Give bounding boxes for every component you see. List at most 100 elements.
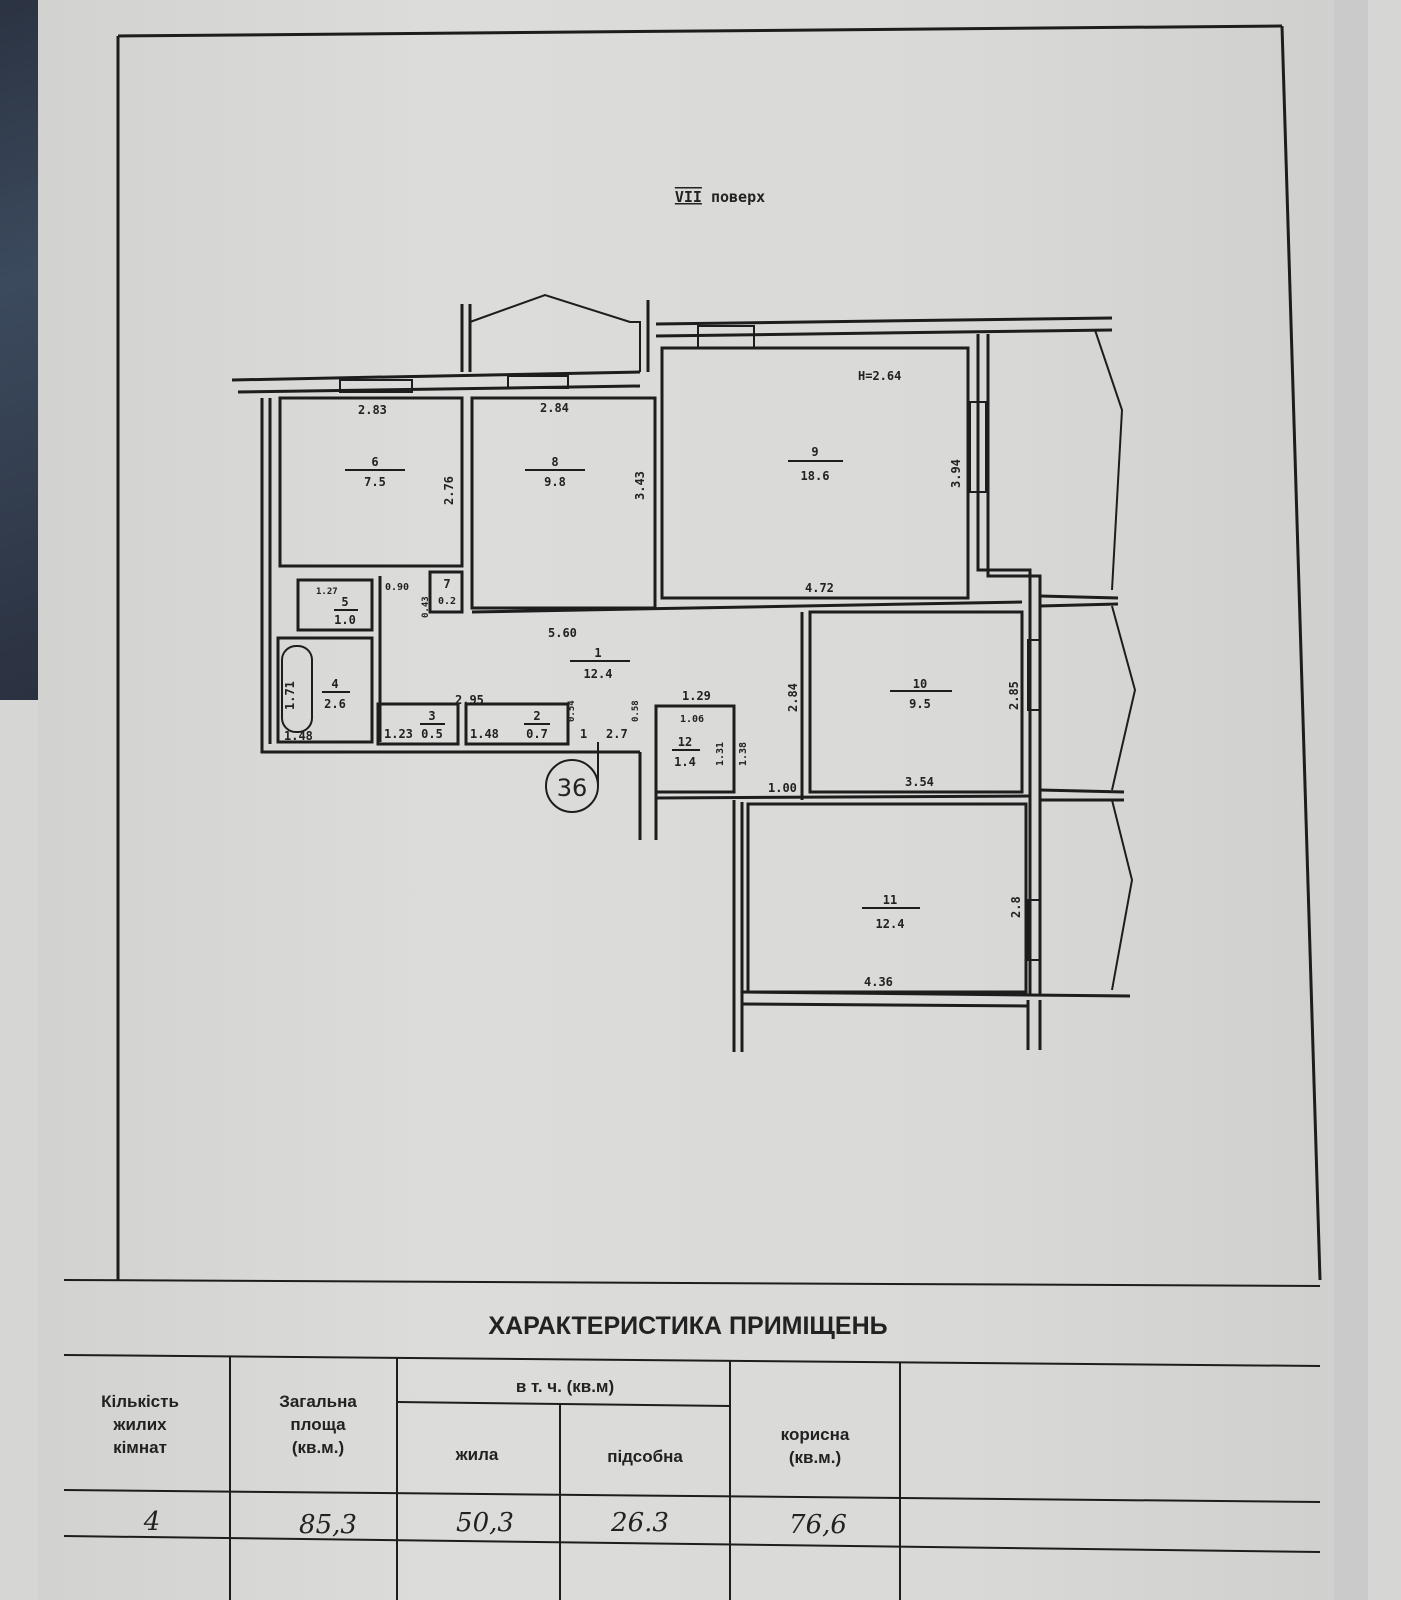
dim: 2.83 xyxy=(358,403,387,417)
room-label-5: 51.0 xyxy=(334,595,358,627)
dim: 1.31 xyxy=(715,742,726,766)
room-area: 9.8 xyxy=(544,475,566,489)
room-number: 7 xyxy=(443,577,450,591)
room-number: 4 xyxy=(331,677,338,691)
room-area: 9.5 xyxy=(909,697,931,711)
bathtub xyxy=(281,645,313,733)
room-label-4: 42.6 xyxy=(322,677,350,711)
ceiling-height: H=2.64 xyxy=(858,369,901,383)
dim: 1.27 xyxy=(316,587,338,597)
dim: 1.29 xyxy=(682,689,711,703)
value-rooms-count: 4 xyxy=(143,1507,161,1537)
room-label-2: 20.7 xyxy=(524,709,550,741)
header-useful-1: корисна xyxy=(781,1425,850,1444)
room-label-12: 121.4 xyxy=(672,735,700,769)
value-auxiliary: 26.3 xyxy=(610,1508,669,1538)
room-2-outline xyxy=(464,702,570,746)
room-outlines xyxy=(276,346,1031,994)
apartment-number: 36 xyxy=(557,774,588,802)
dim: 2.85 xyxy=(1007,681,1021,710)
header-total-area-1: Загальна xyxy=(279,1392,357,1411)
dim: 1.23 xyxy=(384,727,413,741)
floor-label: VII поверх xyxy=(675,188,765,206)
dim: 0.58 xyxy=(631,700,641,722)
room-number: 9 xyxy=(811,445,818,459)
dim: 2.84 xyxy=(540,401,569,415)
room-11-outline xyxy=(746,802,1028,994)
room-10-outline xyxy=(808,610,1024,794)
dim: 4.72 xyxy=(805,581,834,595)
page-frame xyxy=(116,24,1322,1281)
room-number: 11 xyxy=(883,893,897,907)
dim: 1.06 xyxy=(680,714,704,725)
room-area: 18.6 xyxy=(801,469,830,483)
dim: 2.7 xyxy=(606,727,628,741)
room-label-6: 67.5 xyxy=(345,455,405,489)
dim: 1.38 xyxy=(738,742,749,766)
room-label-8: 89.8 xyxy=(525,455,585,489)
dim: 0.54 xyxy=(567,700,577,722)
value-useful: 76,6 xyxy=(789,1510,847,1540)
room-area: 0.7 xyxy=(526,727,548,741)
dim: 0.43 xyxy=(421,596,431,618)
room-characteristics-table: ХАРАКТЕРИСТИКА ПРИМІЩЕНЬ Кількість жилих… xyxy=(63,1279,1321,1600)
header-incl: в т. ч. (кв.м) xyxy=(516,1377,614,1396)
windows xyxy=(339,325,1041,961)
dim: 2.76 xyxy=(442,476,456,505)
room-number: 8 xyxy=(551,455,558,469)
room-label-7: 70.2 xyxy=(438,577,456,607)
room-number: 3 xyxy=(428,709,435,723)
dim: 1 xyxy=(580,727,587,741)
room-5-outline xyxy=(296,578,374,632)
room-area: 7.5 xyxy=(364,475,386,489)
room-label-9: 918.6 xyxy=(788,445,843,483)
table-title: ХАРАКТЕРИСТИКА ПРИМІЩЕНЬ xyxy=(488,1312,887,1340)
header-rooms-count-2: жилих xyxy=(112,1415,167,1434)
room-area: 2.6 xyxy=(324,697,346,711)
room-8-outline xyxy=(470,396,657,610)
dim: 2.95 xyxy=(455,693,484,707)
floor-word: поверх xyxy=(711,188,765,206)
document-page xyxy=(38,0,1368,1600)
dim: 2.8 xyxy=(1009,896,1023,918)
room-area: 12.4 xyxy=(876,917,905,931)
background-fabric xyxy=(0,0,42,700)
floor-numeral: VII xyxy=(675,188,702,206)
room-9-outline xyxy=(660,346,970,600)
room-area: 1.0 xyxy=(334,613,356,627)
header-living: жила xyxy=(455,1445,499,1464)
walls xyxy=(231,293,1137,1052)
dim: 1.00 xyxy=(768,781,797,795)
room-number: 1 xyxy=(594,646,601,660)
page-edge xyxy=(1334,0,1368,1600)
room-number: 5 xyxy=(341,595,348,609)
room-7-outline xyxy=(428,570,464,614)
room-3-outline xyxy=(376,702,460,746)
room-area: 1.4 xyxy=(674,755,696,769)
dim: 3.54 xyxy=(905,775,934,789)
header-useful-2: (кв.м.) xyxy=(789,1448,841,1467)
dim: 0.90 xyxy=(385,582,409,593)
room-12-outline xyxy=(654,704,736,794)
room-area: 0.5 xyxy=(421,727,443,741)
header-total-area-3: (кв.м.) xyxy=(292,1438,344,1457)
header-rooms-count-1: Кількість xyxy=(101,1392,179,1411)
room-number: 12 xyxy=(678,735,692,749)
header-auxiliary: підсобна xyxy=(607,1447,683,1466)
dim: 3.94 xyxy=(949,459,963,488)
header-total-area-2: площа xyxy=(290,1415,346,1434)
dimension-labels: 2.83 2.84 2.76 3.43 H=2.64 3.94 4.72 5.6… xyxy=(283,369,1023,989)
dim: 5.60 xyxy=(548,626,577,640)
dim: 2.84 xyxy=(786,683,800,712)
room-number: 2 xyxy=(533,709,540,723)
room-label-1: 112.4 xyxy=(570,646,630,681)
dim: 3.43 xyxy=(633,471,647,500)
room-area: 0.2 xyxy=(438,596,456,607)
apartment-number-marker: 36 xyxy=(545,742,599,813)
room-label-10: 109.5 xyxy=(890,677,952,711)
room-label-11: 11 12.4 xyxy=(862,893,920,931)
room-area: 12.4 xyxy=(584,667,613,681)
room-4-outline xyxy=(276,636,374,744)
